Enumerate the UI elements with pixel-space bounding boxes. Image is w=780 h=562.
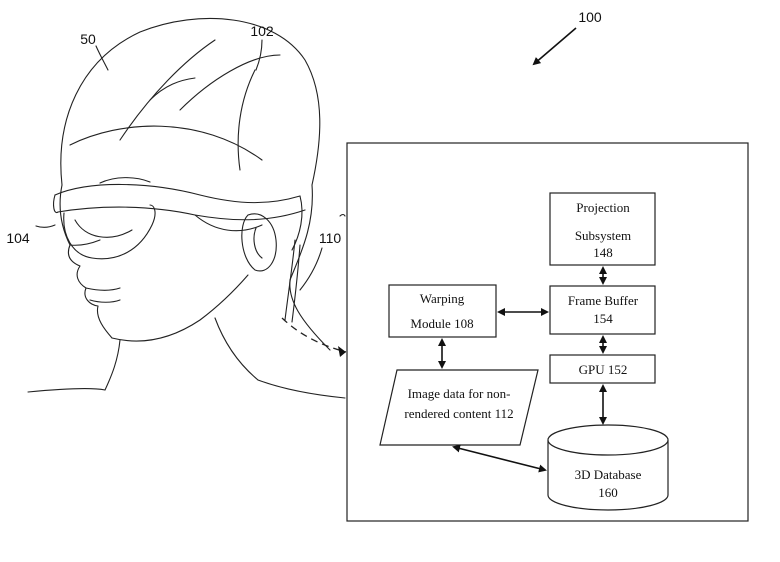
frame-buffer-line2: 154 [593, 311, 613, 326]
image-data-line2: rendered content 112 [404, 406, 513, 421]
warping-line1: Warping [420, 291, 465, 306]
projection-line1: Projection [576, 200, 630, 215]
ref-head-label: 50 [80, 31, 96, 47]
warping-line2: Module 108 [410, 316, 473, 331]
ref-overall-arrow [532, 27, 577, 66]
ref-frame-label: 102 [250, 23, 274, 39]
gpu-block [549, 354, 656, 384]
projection-line2: Subsystem [575, 228, 631, 243]
warping-module-block [388, 284, 497, 338]
gpu-line1: GPU 152 [579, 362, 628, 377]
frame-buffer-line1: Frame Buffer [568, 293, 639, 308]
imagedata-database-connector [452, 444, 547, 473]
ref-processor-label: 110 [319, 230, 342, 246]
database-line1: 3D Database [575, 467, 642, 482]
database-block [547, 424, 669, 511]
ref-display-label: 104 [6, 230, 30, 246]
frame-buffer-block [549, 285, 656, 335]
projection-line3: 148 [593, 245, 613, 260]
image-data-line1: Image data for non- [408, 386, 511, 401]
head-illustration [27, 17, 347, 399]
database-line2: 160 [598, 485, 618, 500]
ref-overall-label: 100 [578, 9, 602, 25]
projection-subsystem-block [549, 192, 656, 266]
